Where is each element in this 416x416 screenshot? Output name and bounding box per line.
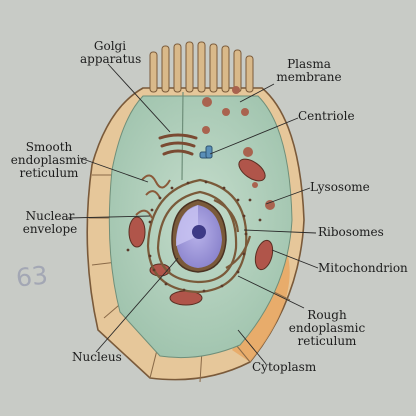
- label-cytoplasm: Cytoplasm: [252, 360, 317, 374]
- label-plasma-line2: membrane: [276, 70, 342, 84]
- label-nuclear-line1: Nuclear: [25, 209, 75, 223]
- nucleolus: [192, 225, 206, 239]
- label-nucleus: Nucleus: [72, 350, 122, 364]
- label-golgi: Golgi apparatus: [80, 39, 142, 66]
- handwritten-note: 63: [14, 260, 50, 293]
- lysosomes: [202, 86, 275, 210]
- label-rough-line1: Rough: [307, 308, 347, 322]
- label-rough-er: Rough endoplasmic reticulum: [282, 309, 372, 348]
- label-nuclear-line2: envelope: [22, 222, 78, 236]
- label-smooth-line3: reticulum: [19, 166, 79, 180]
- label-centriole: Centriole: [298, 109, 355, 123]
- label-ribosomes: Ribosomes: [318, 225, 384, 239]
- mitochondria: [128, 158, 274, 306]
- nucleus-cut-face: [176, 205, 198, 246]
- label-smooth-er: Smooth endoplasmic reticulum: [6, 141, 92, 180]
- rough-endoplasmic-reticulum: [146, 178, 252, 294]
- leader-lines: [67, 63, 319, 365]
- label-plasma-line1: Plasma: [287, 57, 331, 71]
- smooth-endoplasmic-reticulum: [135, 174, 171, 219]
- label-nuclear-envelope: Nuclear envelope: [20, 210, 80, 236]
- label-mitochondrion: Mitochondrion: [318, 261, 408, 275]
- ribosomes: [126, 180, 262, 293]
- label-rough-line2: endoplasmic: [288, 321, 366, 335]
- golgi-apparatus: [158, 133, 198, 156]
- microvilli: [149, 41, 254, 93]
- label-lysosome: Lysosome: [310, 180, 370, 194]
- label-golgi-line2: apparatus: [80, 52, 142, 66]
- label-rough-line3: reticulum: [297, 334, 357, 348]
- label-smooth-line2: endoplasmic: [10, 153, 88, 167]
- centriole: [199, 145, 213, 159]
- label-smooth-line1: Smooth: [25, 140, 73, 154]
- label-plasma-membrane: Plasma membrane: [272, 58, 346, 84]
- label-golgi-line1: Golgi: [93, 39, 127, 53]
